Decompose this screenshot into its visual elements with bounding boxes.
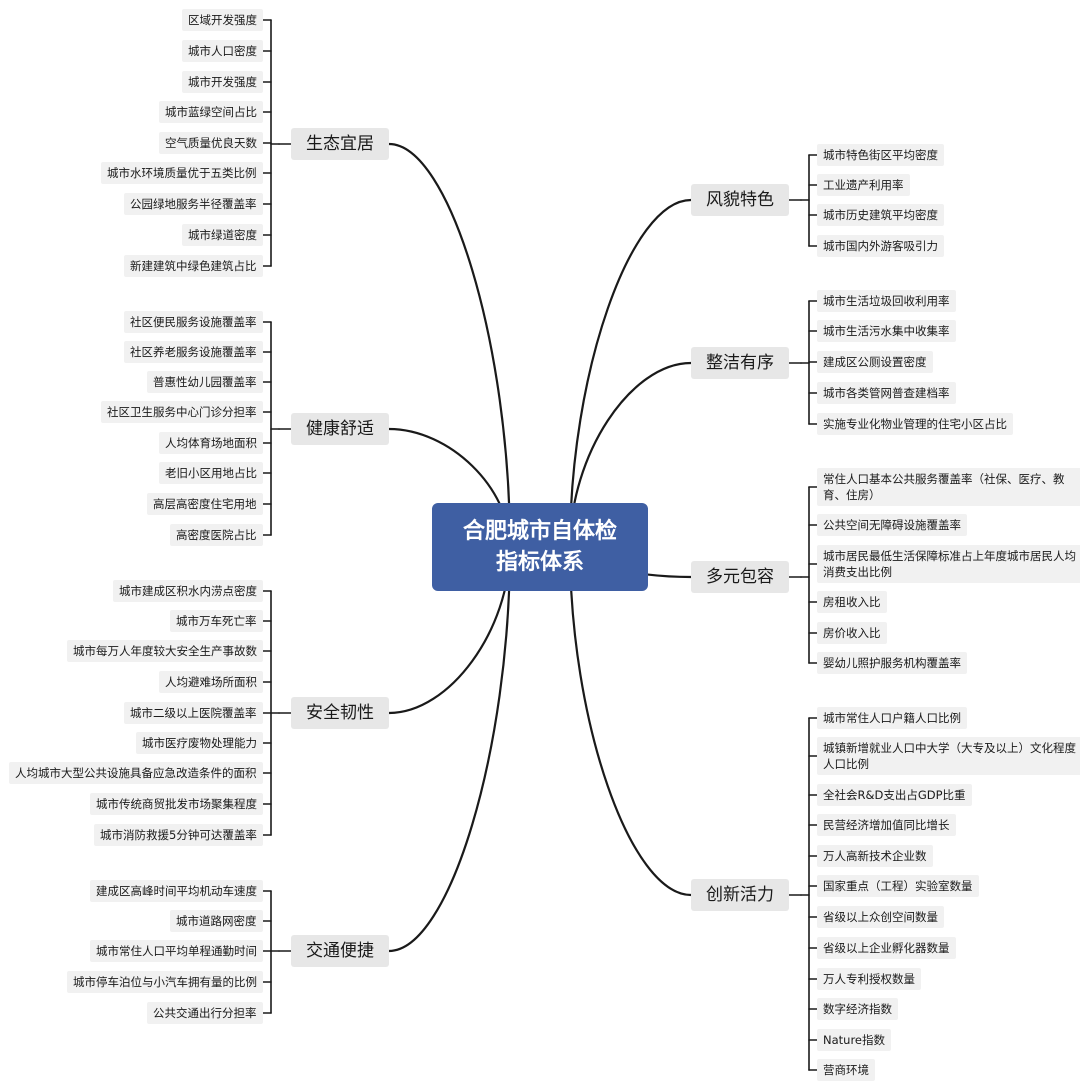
leaf-node[interactable]: 人均体育场地面积 [159,432,263,454]
leaf-node[interactable]: 国家重点（工程）实验室数量 [817,875,979,897]
leaf-node[interactable]: 城市水环境质量优于五类比例 [101,162,263,184]
leaf-node[interactable]: 普惠性幼儿园覆盖率 [147,371,263,393]
leaf-node[interactable]: 人均城市大型公共设施具备应急改造条件的面积 [9,762,263,784]
leaf-node[interactable]: 城市蓝绿空间占比 [159,101,263,123]
leaf-node[interactable]: 城市国内外游客吸引力 [817,235,944,257]
leaf-node[interactable]: 城市人口密度 [182,40,263,62]
leaf-node[interactable]: 营商环境 [817,1059,875,1081]
leaf-node[interactable]: 城镇新增就业人口中大学（大专及以上）文化程度人口比例 [817,737,1080,775]
leaf-node[interactable]: 全社会R&D支出占GDP比重 [817,784,972,806]
branch-node[interactable]: 安全韧性 [291,697,389,729]
leaf-node[interactable]: 高密度医院占比 [170,524,263,546]
leaf-node[interactable]: 建成区高峰时间平均机动车速度 [90,880,263,902]
leaf-node[interactable]: 公园绿地服务半径覆盖率 [124,193,263,215]
leaf-node[interactable]: 城市二级以上医院覆盖率 [124,702,263,724]
branch-node[interactable]: 交通便捷 [291,935,389,967]
central-topic[interactable]: 合肥城市自体检 指标体系 [432,503,648,591]
leaf-node[interactable]: 社区卫生服务中心门诊分担率 [101,401,263,423]
branch-node[interactable]: 生态宜居 [291,128,389,160]
leaf-node[interactable]: 实施专业化物业管理的住宅小区占比 [817,413,1013,435]
leaf-node[interactable]: 城市开发强度 [182,71,263,93]
leaf-node[interactable]: 新建建筑中绿色建筑占比 [124,255,263,277]
leaf-node[interactable]: 城市常住人口户籍人口比例 [817,707,967,729]
leaf-node[interactable]: 城市常住人口平均单程通勤时间 [90,940,263,962]
leaf-node[interactable]: 城市特色街区平均密度 [817,144,944,166]
leaf-node[interactable]: 空气质量优良天数 [159,132,263,154]
leaf-node[interactable]: 省级以上企业孵化器数量 [817,937,956,959]
leaf-node[interactable]: 城市每万人年度较大安全生产事故数 [67,640,263,662]
leaf-node[interactable]: 高层高密度住宅用地 [147,493,263,515]
leaf-node[interactable]: Nature指数 [817,1029,891,1051]
branch-node[interactable]: 整洁有序 [691,347,789,379]
leaf-node[interactable]: 建成区公厕设置密度 [817,351,933,373]
leaf-node[interactable]: 数字经济指数 [817,998,898,1020]
leaf-node[interactable]: 工业遗产利用率 [817,174,910,196]
leaf-node[interactable]: 常住人口基本公共服务覆盖率（社保、医疗、教育、住房） [817,468,1080,506]
central-topic-line1: 合肥城市自体检 [462,519,617,544]
leaf-node[interactable]: 公共交通出行分担率 [147,1002,263,1024]
branch-node[interactable]: 创新活力 [691,879,789,911]
leaf-node[interactable]: 区域开发强度 [182,9,263,31]
leaf-node[interactable]: 城市医疗废物处理能力 [136,732,263,754]
leaf-node[interactable]: 万人专利授权数量 [817,968,921,990]
leaf-node[interactable]: 城市生活垃圾回收利用率 [817,290,956,312]
leaf-node[interactable]: 婴幼儿照护服务机构覆盖率 [817,652,967,674]
leaf-node[interactable]: 公共空间无障碍设施覆盖率 [817,514,967,536]
leaf-node[interactable]: 城市停车泊位与小汽车拥有量的比例 [67,971,263,993]
leaf-node[interactable]: 社区便民服务设施覆盖率 [124,311,263,333]
leaf-node[interactable]: 万人高新技术企业数 [817,845,933,867]
leaf-node[interactable]: 城市消防救援5分钟可达覆盖率 [94,824,263,846]
leaf-node[interactable]: 城市传统商贸批发市场聚集程度 [90,793,263,815]
branch-node[interactable]: 健康舒适 [291,413,389,445]
leaf-node[interactable]: 民营经济增加值同比增长 [817,814,956,836]
leaf-node[interactable]: 城市建成区积水内涝点密度 [113,580,263,602]
leaf-node[interactable]: 老旧小区用地占比 [159,462,263,484]
branch-node[interactable]: 风貌特色 [691,184,789,216]
leaf-node[interactable]: 城市各类管网普查建档率 [817,382,956,404]
leaf-node[interactable]: 城市历史建筑平均密度 [817,204,944,226]
leaf-node[interactable]: 城市绿道密度 [182,224,263,246]
leaf-node[interactable]: 人均避难场所面积 [159,671,263,693]
leaf-node[interactable]: 省级以上众创空间数量 [817,906,944,928]
leaf-node[interactable]: 城市居民最低生活保障标准占上年度城市居民人均消费支出比例 [817,545,1080,583]
leaf-node[interactable]: 房价收入比 [817,622,887,644]
leaf-node[interactable]: 房租收入比 [817,591,887,613]
branch-node[interactable]: 多元包容 [691,561,789,593]
leaf-node[interactable]: 社区养老服务设施覆盖率 [124,341,263,363]
central-topic-line2: 指标体系 [495,550,584,575]
leaf-node[interactable]: 城市生活污水集中收集率 [817,320,956,342]
leaf-node[interactable]: 城市万车死亡率 [170,610,263,632]
leaf-node[interactable]: 城市道路网密度 [170,910,263,932]
